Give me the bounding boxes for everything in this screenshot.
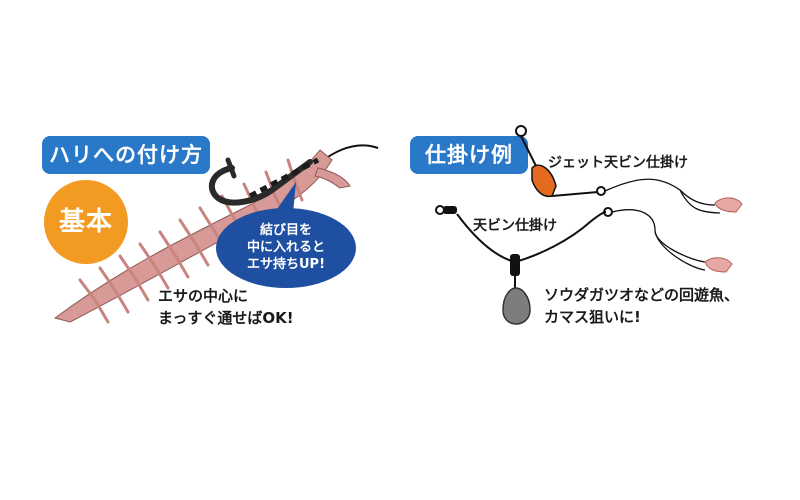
attach-note: エサの中心に まっすぐ通せばOK! bbox=[158, 285, 294, 329]
callout-line: 結び目を bbox=[259, 223, 312, 238]
sinker-icon bbox=[502, 287, 531, 325]
basic-badge: 基本 bbox=[44, 180, 128, 264]
target-line: カマス狙いに! bbox=[544, 308, 641, 326]
jet-rig-label: ジェット天ビン仕掛け bbox=[548, 155, 688, 171]
note-line: エサの中心に bbox=[158, 287, 249, 305]
tenbin-rig-label: 天ビン仕掛け bbox=[473, 218, 557, 234]
note-line: まっすぐ通せばOK! bbox=[158, 309, 294, 327]
tenbin-lure-icon bbox=[704, 257, 733, 273]
attach-title: ハリへの付け方 bbox=[42, 136, 210, 174]
target-line: ソウダガツオなどの回遊魚、 bbox=[544, 286, 740, 304]
jet-lure-icon bbox=[714, 197, 743, 213]
bait-worm bbox=[53, 149, 351, 323]
hook-icon bbox=[208, 159, 313, 206]
callout-text: 結び目を 中に入れると エサ持ちUP! bbox=[216, 222, 356, 273]
callout-line: エサ持ちUP! bbox=[246, 257, 325, 272]
rig-example-title: 仕掛け例 bbox=[410, 136, 528, 174]
callout-line: 中に入れると bbox=[246, 240, 325, 255]
target-fish-note: ソウダガツオなどの回遊魚、 カマス狙いに! bbox=[544, 284, 739, 328]
hook-inside-bait bbox=[248, 157, 320, 199]
